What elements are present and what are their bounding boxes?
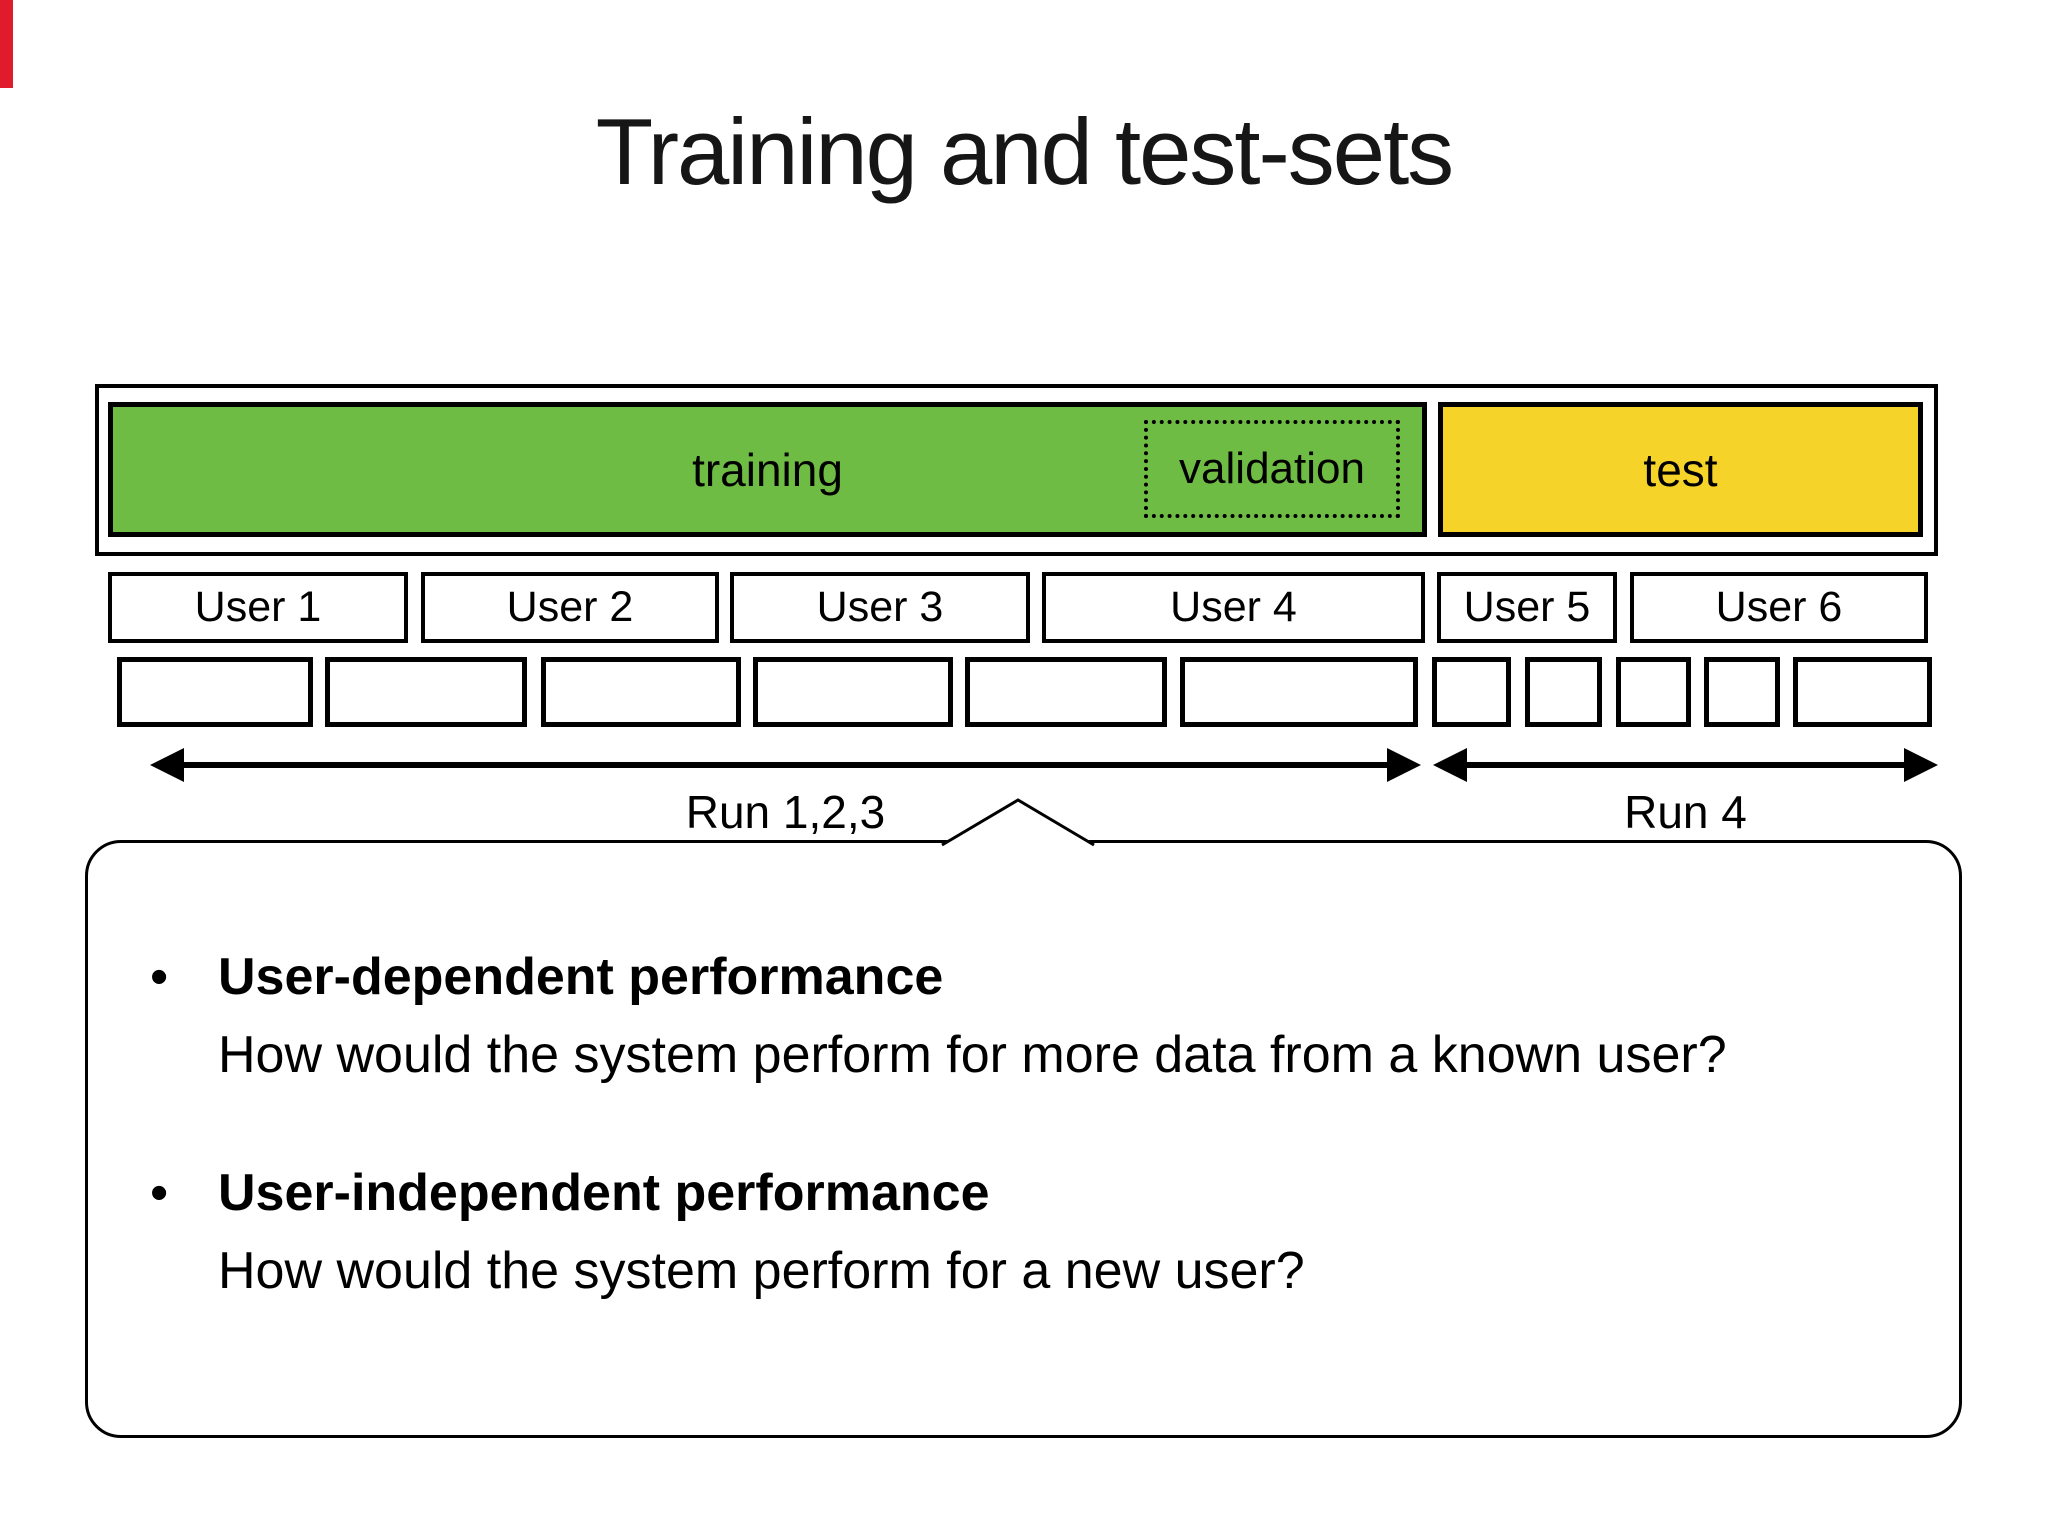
bullet-body-user-independent: How would the system perform for a new u… [218,1242,1305,1300]
session-box-7 [1432,657,1511,727]
session-box-9 [1616,657,1691,727]
session-box-8 [1525,657,1602,727]
run123-label: Run 1,2,3 [685,786,886,838]
user-box-2: User 2 [421,572,719,643]
session-box-6 [1180,657,1418,727]
session-box-2 [325,657,527,727]
bullet-dot-icon: • [150,948,169,1006]
slide-title: Training and test-sets [595,99,1454,204]
training-label: training [692,443,843,496]
bullet-dot-icon: • [150,1164,169,1222]
training-bar: training [108,402,1427,537]
run4-arrowhead-left [1433,748,1467,782]
session-box-11 [1793,657,1932,727]
validation-box: validation [1144,420,1400,518]
user-box-4: User 4 [1042,572,1425,643]
run4-arrow [1433,748,1938,782]
user-box-5: User 5 [1437,572,1617,643]
run123-arrowhead-left [150,748,184,782]
callout-bullet-list: • User-dependent performance How would t… [150,940,1870,1308]
session-box-4 [753,657,953,727]
bullet-body-user-dependent: How would the system perform for more da… [218,1026,1727,1084]
callout-pointer-icon [941,798,1095,847]
callout-box [85,840,1962,1438]
session-box-3 [541,657,741,727]
run4-arrow-line [1441,762,1930,768]
user-box-6: User 6 [1630,572,1928,643]
user-box-1: User 1 [108,572,408,643]
session-box-1 [117,657,313,727]
session-box-5 [965,657,1167,727]
run123-arrowhead-right [1387,748,1421,782]
test-bar: test [1438,402,1923,537]
user-box-3: User 3 [730,572,1030,643]
run4-arrowhead-right [1904,748,1938,782]
run4-label: Run 4 [1624,786,1747,838]
corner-red-mark [0,0,13,88]
validation-label: validation [1179,444,1365,493]
bullet-heading-user-dependent: User-dependent performance [218,948,944,1006]
bullet-heading-user-independent: User-independent performance [218,1164,990,1222]
bullet-user-dependent: • User-dependent performance How would t… [150,940,1870,1092]
run123-arrow [150,748,1421,782]
bullet-user-independent: • User-independent performance How would… [150,1156,1870,1308]
test-label: test [1643,443,1718,496]
run123-arrow-line [158,762,1413,768]
session-box-10 [1704,657,1780,727]
